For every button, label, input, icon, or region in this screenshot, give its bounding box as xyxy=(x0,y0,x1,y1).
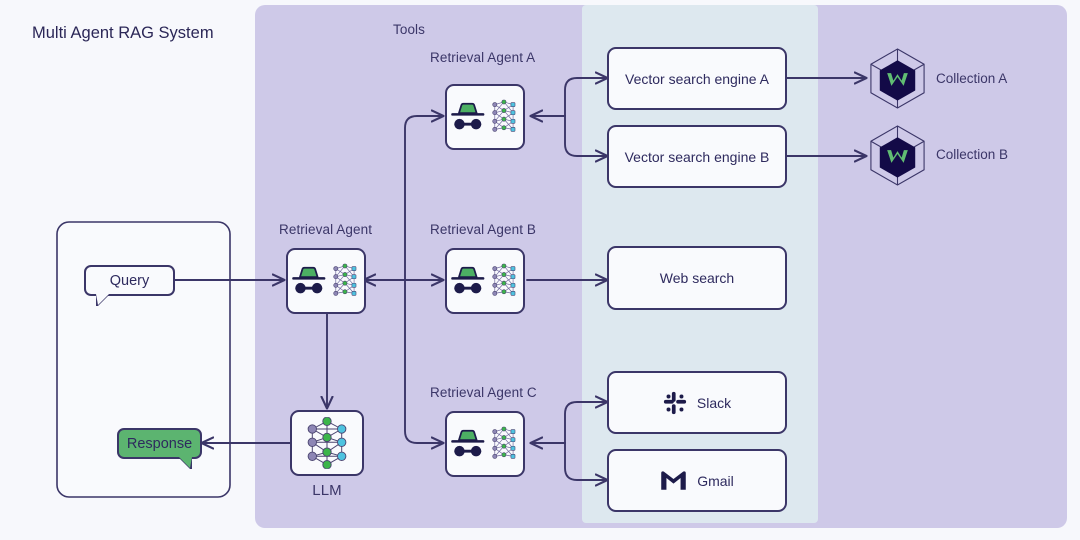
tool-slack[interactable]: Slack xyxy=(607,371,787,434)
tool-label: Vector search engine A xyxy=(625,70,769,87)
spy-agent-icon xyxy=(291,263,357,296)
response-label: Response xyxy=(126,435,193,452)
retrieval-agent-a[interactable] xyxy=(445,84,525,150)
response-bubble-tail xyxy=(179,457,192,468)
page-title: Multi Agent RAG System xyxy=(32,24,214,42)
retrieval-agent[interactable] xyxy=(286,248,366,314)
gmail-icon xyxy=(660,470,687,491)
retrieval-agent-b-label: Retrieval Agent B xyxy=(430,222,537,237)
retrieval-agent-b[interactable] xyxy=(445,248,525,314)
retrieval-agent-a-label: Retrieval Agent A xyxy=(430,50,536,65)
edge-retrieval-agent-to-agent-a xyxy=(404,116,443,281)
spy-agent-icon xyxy=(450,426,516,459)
tools-panel-label: Tools xyxy=(392,22,425,37)
edge-agent-c-to-gmail xyxy=(564,442,607,480)
edge-agent-a-to-vector-a xyxy=(564,78,607,117)
tool-label: Gmail xyxy=(697,472,734,489)
tool-label: Vector search engine B xyxy=(624,148,770,165)
spy-agent-icon xyxy=(450,263,516,296)
slack-icon xyxy=(663,391,687,415)
tool-vector-search-engine-a[interactable]: Vector search engine A xyxy=(607,47,787,110)
collection-b-label: Collection B xyxy=(936,147,1009,162)
edge-agent-a-to-vector-b xyxy=(564,115,607,156)
retrieval-agent-c[interactable] xyxy=(445,411,525,477)
llm-node[interactable] xyxy=(290,410,364,476)
edge-agent-c-to-slack xyxy=(564,402,607,444)
collection-a-label: Collection A xyxy=(936,71,1008,86)
retrieval-agent-c-label: Retrieval Agent C xyxy=(430,385,537,400)
query-bubble-tail xyxy=(96,294,109,305)
edge-retrieval-agent-to-agent-c xyxy=(404,279,443,443)
tool-label: Slack xyxy=(696,394,732,411)
tool-gmail[interactable]: Gmail xyxy=(607,449,787,512)
tool-web-search[interactable]: Web search xyxy=(607,246,787,310)
spy-agent-icon xyxy=(450,99,516,132)
tool-label: Web search xyxy=(659,270,735,286)
response-bubble[interactable]: Response xyxy=(117,428,202,468)
retrieval-agent-label: Retrieval Agent xyxy=(279,222,373,237)
tool-vector-search-engine-b[interactable]: Vector search engine B xyxy=(607,125,787,188)
llm-label: LLM xyxy=(312,482,342,499)
query-label: Query xyxy=(109,272,150,289)
query-bubble[interactable]: Query xyxy=(84,265,175,305)
neural-network-icon xyxy=(307,417,347,469)
